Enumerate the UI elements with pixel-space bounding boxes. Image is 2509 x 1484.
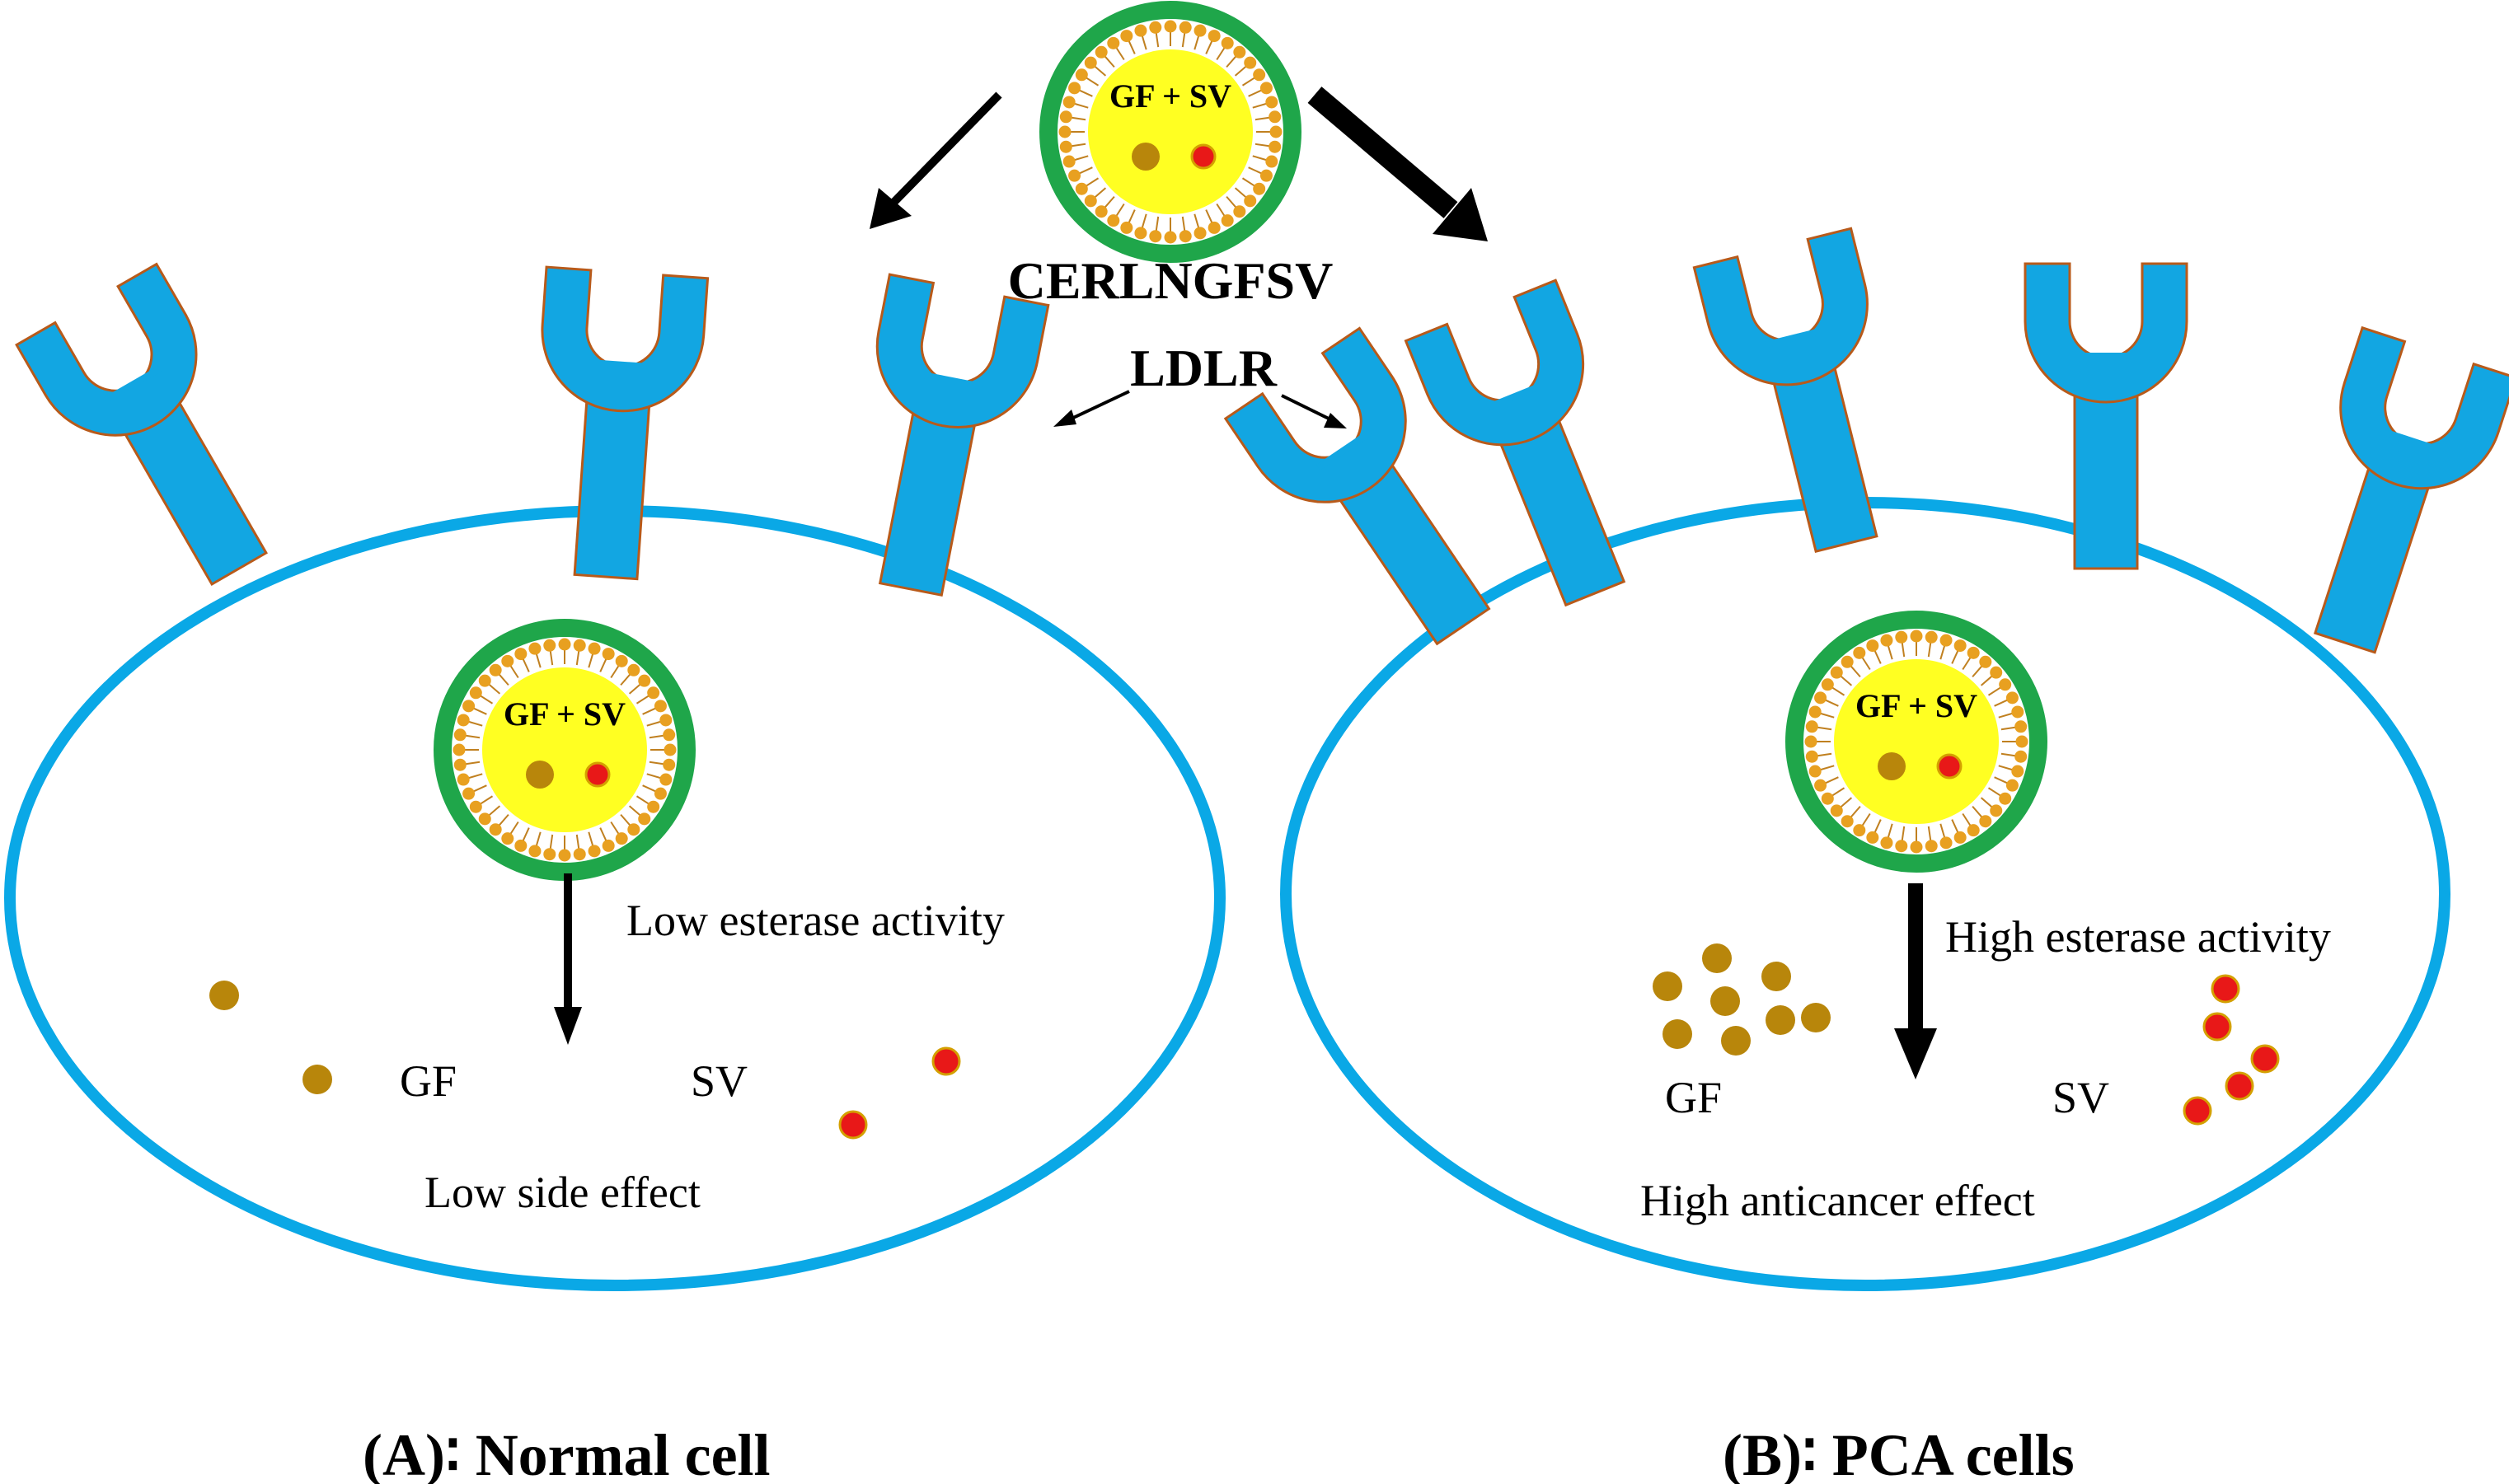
sv-drug-dot: [584, 761, 611, 788]
gf-drug-dot: [1702, 943, 1732, 973]
ldlr-receptor-8: [2313, 325, 2509, 654]
ldlr-arrow-right: [1281, 394, 1347, 428]
ldlr-receptor-3: [875, 273, 1050, 597]
normal-effect-label: Low side effect: [424, 1168, 701, 1217]
sv-drug-dot: [2211, 974, 2240, 1004]
nanoparticle-top: GF + SV: [1039, 1, 1301, 263]
sv-drug-dot: [2202, 1012, 2232, 1042]
sv-drug-dot: [1936, 753, 1963, 779]
gf-drug-dot: [1132, 143, 1160, 171]
pca-gf-label: GF: [1665, 1073, 1722, 1122]
gf-drug-dot: [1653, 971, 1682, 1001]
ldlr-label: LDLR: [1130, 339, 1278, 397]
ldlr-receptor-5: [1404, 279, 1626, 607]
ldlr-receptors: [15, 227, 2509, 654]
sv-drug-dot: [2225, 1071, 2254, 1101]
arrow-to-pca-cell: [1307, 87, 1488, 241]
ldlr-arrow-left: [1053, 390, 1130, 427]
ldlr-receptor-7: [2024, 262, 2188, 570]
nanoparticle-label: GF + SV: [1855, 687, 1977, 724]
gf-drug-dot: [302, 1065, 332, 1094]
sv-drug-dot: [838, 1110, 868, 1140]
normal-esterase-label: Low esterase activity: [626, 896, 1005, 945]
ldlr-receptor-1: [15, 262, 268, 587]
sv-drug-dot: [2183, 1096, 2212, 1126]
normal-gf-label: GF: [400, 1056, 457, 1106]
normal-sv-label: SV: [691, 1056, 748, 1106]
caption-pca-cells: (B)∶ PCA cells: [1723, 1422, 2075, 1484]
nanoparticle-normal-cell: GF + SV: [434, 619, 696, 881]
sv-drug-dot: [2250, 1044, 2280, 1074]
arrow-to-normal-cell: [870, 91, 1002, 229]
pca-esterase-label: High esterase activity: [1945, 912, 2331, 962]
ldlr-receptor-4: [1223, 326, 1491, 646]
nanoparticle-name: CERLNGFSV: [1008, 251, 1334, 310]
ldlr-receptor-6: [1692, 227, 1878, 554]
gf-drug-dot: [1878, 752, 1906, 780]
esterase-arrow-normal: [554, 873, 582, 1045]
gf-drug-dot: [1761, 962, 1791, 991]
esterase-arrow-pca: [1894, 883, 1937, 1079]
gf-drug-dot: [1721, 1026, 1751, 1056]
sv-drug-dot: [931, 1046, 961, 1076]
sv-drug-dot: [1190, 143, 1217, 170]
gf-drug-dot: [526, 761, 554, 789]
gf-drug-dot: [209, 981, 239, 1010]
pca-effect-label: High anticancer effect: [1640, 1176, 2035, 1225]
pca-sv-label: SV: [2052, 1073, 2109, 1122]
gf-drug-dot: [1766, 1005, 1795, 1035]
nanoparticle-label: GF + SV: [1109, 77, 1231, 115]
gf-drug-dot: [1710, 986, 1740, 1016]
nanoparticle-label: GF + SV: [504, 695, 626, 733]
nanoparticle-pca-cell: GF + SV: [1785, 611, 2047, 873]
ldlr-receptor-2: [541, 265, 710, 581]
gf-drug-dot: [1801, 1003, 1831, 1032]
gf-drug-dot: [1663, 1019, 1692, 1049]
caption-normal-cell: (A)∶ Normal cell: [363, 1422, 771, 1484]
